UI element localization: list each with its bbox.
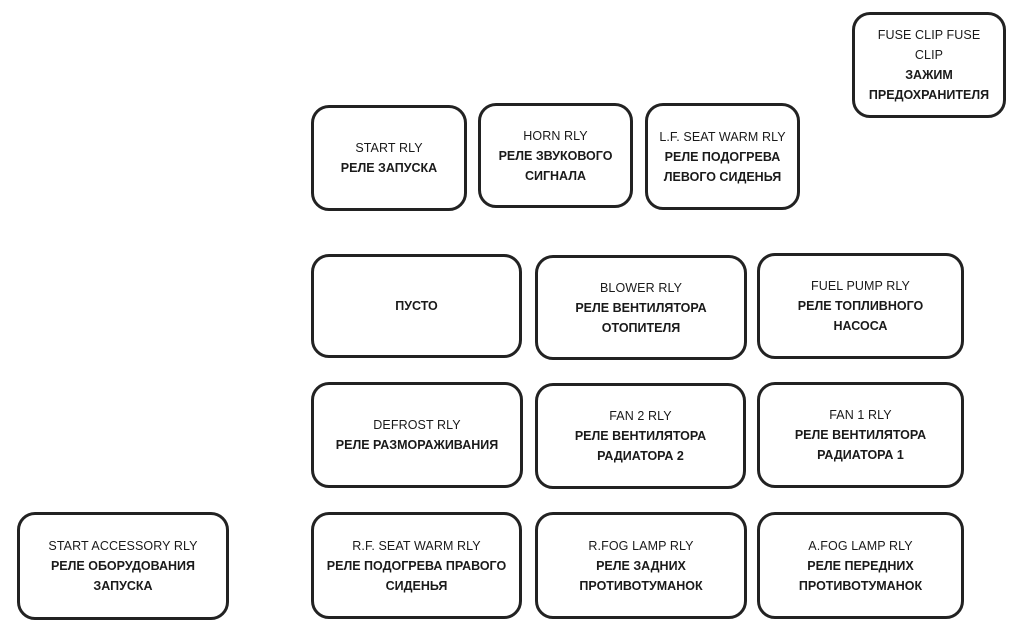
relay-code: L.F. SEAT WARM RLY [659,129,786,144]
relay-code: HORN RLY [523,128,588,143]
relay-name: РЕЛЕ ВЕНТИЛЯТОРА ОТОПИТЕЛЯ [575,300,707,335]
relay-code: FUSE CLIP FUSE CLIP [877,28,981,62]
relay-code: A.FOG LAMP RLY [808,538,913,553]
relay-name: ЗАЖИМ ПРЕДОХРАНИТЕЛЯ [868,68,990,102]
front-fog-lamp-relay-box: A.FOG LAMP RLY РЕЛЕ ПЕРЕДНИХ ПРОТИВОТУМА… [757,512,964,619]
relay-name: РЕЛЕ ТОПЛИВНОГО НАСОСА [797,299,924,333]
rear-fog-lamp-relay-box: R.FOG LAMP RLY РЕЛЕ ЗАДНИХ ПРОТИВОТУМАНО… [535,512,747,619]
relay-name: РЕЛЕ ЗАДНИХ ПРОТИВОТУМАНОК [579,558,703,593]
relay-code: START RLY [355,141,423,155]
relay-code: FAN 1 RLY [829,408,892,422]
start-accessory-relay-box: START ACCESSORY RLY РЕЛЕ ОБОРУДОВАНИЯ ЗА… [17,512,229,620]
relay-name: РЕЛЕ ПОДОГРЕВА ПРАВОГО СИДЕНЬЯ [326,558,507,593]
relay-name: РЕЛЕ ВЕНТИЛЯТОРА РАДИАТОРА 2 [574,429,707,463]
relay-code: R.F. SEAT WARM RLY [352,538,481,553]
relay-name: РЕЛЕ ВЕНТИЛЯТОРА РАДИАТОРА 1 [794,428,927,462]
rf-seat-warm-relay-box: R.F. SEAT WARM RLY РЕЛЕ ПОДОГРЕВА ПРАВОГ… [311,512,522,619]
relay-code: FUEL PUMP RLY [810,279,910,293]
relay-code: START ACCESSORY RLY [48,539,198,553]
relay-code: FAN 2 RLY [609,409,672,423]
relay-name: РЕЛЕ РАЗМОРАЖИВАНИЯ [335,438,499,452]
relay-name: РЕЛЕ ЗАПУСКА [340,161,438,175]
relay-name: РЕЛЕ ЗВУКОВОГО СИГНАЛА [498,148,613,183]
fuse-clip-box: FUSE CLIP FUSE CLIP ЗАЖИМ ПРЕДОХРАНИТЕЛЯ [852,12,1006,118]
fan1-relay-box: FAN 1 RLY РЕЛЕ ВЕНТИЛЯТОРА РАДИАТОРА 1 [757,382,964,488]
relay-code: BLOWER RLY [599,280,683,295]
horn-relay-box: HORN RLY РЕЛЕ ЗВУКОВОГО СИГНАЛА [478,103,633,208]
relay-name: ПУСТО [395,299,438,313]
relay-code: DEFROST RLY [373,418,461,432]
relay-code: R.FOG LAMP RLY [588,538,694,553]
defrost-relay-box: DEFROST RLY РЕЛЕ РАЗМОРАЖИВАНИЯ [311,382,523,488]
fuel-pump-relay-box: FUEL PUMP RLY РЕЛЕ ТОПЛИВНОГО НАСОСА [757,253,964,359]
fan2-relay-box: FAN 2 RLY РЕЛЕ ВЕНТИЛЯТОРА РАДИАТОРА 2 [535,383,746,489]
start-relay-box: START RLY РЕЛЕ ЗАПУСКА [311,105,467,211]
relay-name: РЕЛЕ ПЕРЕДНИХ ПРОТИВОТУМАНОК [798,558,923,593]
lf-seat-warm-relay-box: L.F. SEAT WARM RLY РЕЛЕ ПОДОГРЕВА ЛЕВОГО… [645,103,800,210]
relay-name: РЕЛЕ ПОДОГРЕВА ЛЕВОГО СИДЕНЬЯ [663,149,782,184]
relay-name: РЕЛЕ ОБОРУДОВАНИЯ ЗАПУСКА [50,559,196,593]
empty-relay-slot: ПУСТО [311,254,522,358]
blower-relay-box: BLOWER RLY РЕЛЕ ВЕНТИЛЯТОРА ОТОПИТЕЛЯ [535,255,747,360]
